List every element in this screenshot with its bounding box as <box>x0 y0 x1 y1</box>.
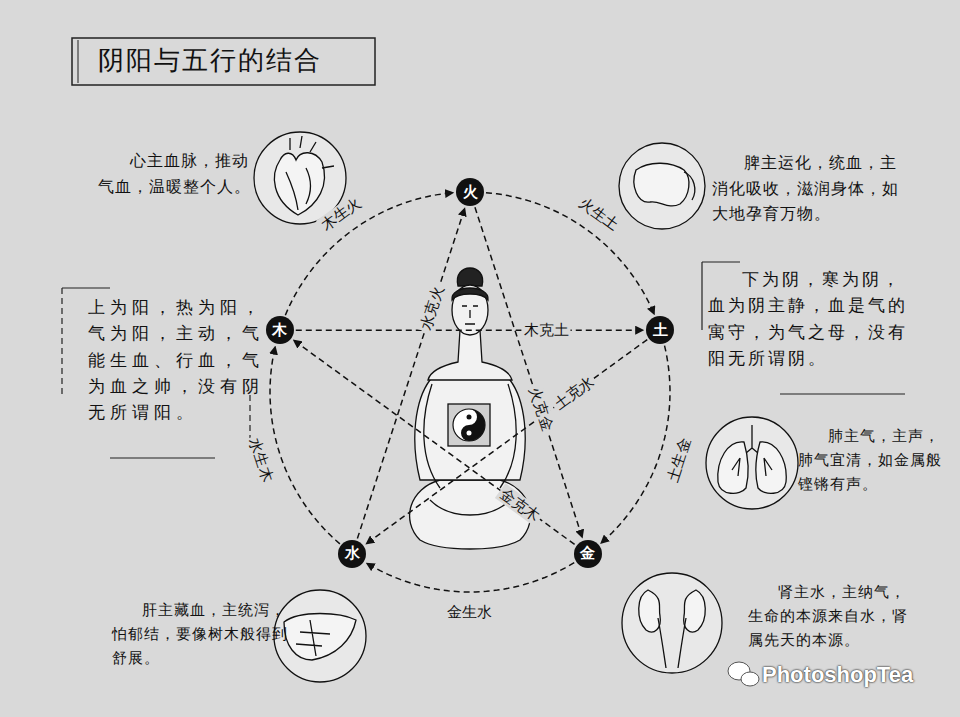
generating-arrow <box>366 563 574 592</box>
edge-label: 金生水 <box>445 603 494 621</box>
wechat-icon <box>728 662 759 686</box>
note-text: 肝主藏血，主统泻，怕郁结，要像树木般得到舒展。 <box>112 598 288 670</box>
element-name: 土 <box>653 321 668 340</box>
element-circle: 木 <box>266 316 294 344</box>
element-circle: 土 <box>646 316 674 344</box>
element-circle: 火 <box>456 178 484 206</box>
restraining-arrow <box>365 340 647 545</box>
title-frame-rule <box>78 40 79 83</box>
restraining-arrow <box>357 207 465 538</box>
generating-arrow <box>486 193 655 316</box>
diagram-title: 阴阳与五行的结合 <box>98 45 322 76</box>
edge-label: 土生金 <box>663 434 695 486</box>
note-text: 肺主气，主声，肺气宜清，如金属般铿锵有声。 <box>798 424 954 496</box>
element-circle: 水 <box>338 540 366 568</box>
edge-label: 木克土 <box>522 321 571 339</box>
note-text: 心主血脉，推动气血，温暖整个人。 <box>98 148 258 199</box>
element-name: 水 <box>345 544 360 563</box>
element-name: 火 <box>463 183 478 202</box>
watermark: PhotoshopTea <box>762 662 913 688</box>
note-text: 下为阴，寒为阴，血为阴主静，血是气的寓守，为气之母，没有阳无所谓阴。 <box>708 266 913 371</box>
generating-arrow <box>270 346 340 544</box>
element-name: 金 <box>580 544 595 563</box>
title-frame <box>72 38 375 85</box>
kidneys-illustration <box>622 573 722 673</box>
restraining-arrow <box>296 329 644 331</box>
note-text: 肾主水，主纳气，生命的本源来自水，肾属先天的本源。 <box>748 580 908 652</box>
spleen-illustration <box>619 143 705 229</box>
restraining-arrow <box>293 340 575 545</box>
edge-label: 水生木 <box>245 434 277 486</box>
edge-label: 土克水 <box>549 371 599 414</box>
generating-arrow <box>600 346 670 544</box>
note-text: 脾主运化，统血，主消化吸收，滋润身体，如大地孕育万物。 <box>712 150 912 227</box>
element-name: 木 <box>272 321 287 340</box>
edge-label: 水克火 <box>416 282 448 334</box>
edge-label: 火生土 <box>574 192 624 235</box>
note-text: 上为阳，热为阳，气为阳，主动，气能生血、行血，气为血之帅，没有阴无所谓阳。 <box>88 294 284 426</box>
edge-label: 火克金 <box>524 383 556 435</box>
yin-yang-symbol <box>453 409 485 441</box>
element-circle: 金 <box>574 540 602 568</box>
restraining-arrow <box>475 207 583 538</box>
lungs-illustration <box>706 417 798 509</box>
